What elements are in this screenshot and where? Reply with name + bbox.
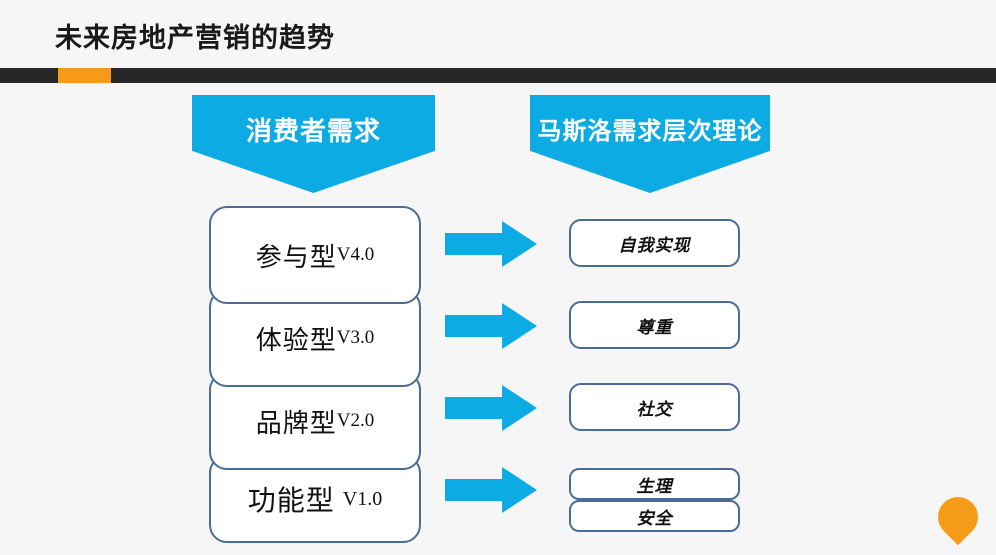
arrow-right-icon-3 xyxy=(445,385,537,431)
banner-consumer-demand: 消费者需求 xyxy=(192,95,435,193)
left-box-participation-name: 参与型 xyxy=(255,241,337,272)
left-box-functional-version: V1.0 xyxy=(342,487,383,510)
left-box-experience-name: 体验型 xyxy=(255,324,337,355)
left-box-brand-version: V2.0 xyxy=(336,410,375,431)
arrow-right-icon-4 xyxy=(445,467,537,513)
page-title: 未来房地产营销的趋势 xyxy=(55,23,335,53)
left-box-brand-name: 品牌型 xyxy=(255,407,337,438)
header-rule-accent xyxy=(58,68,111,83)
right-box-self-actualization[interactable]: 自我实现 xyxy=(569,219,740,267)
left-box-experience-version: V3.0 xyxy=(336,327,375,348)
right-box-safety[interactable]: 安全 xyxy=(569,500,740,532)
map-pin-icon xyxy=(929,488,987,546)
arrow-right-icon-2 xyxy=(445,303,537,349)
arrow-right-icon-1 xyxy=(445,221,537,267)
left-box-functional-name: 功能型 xyxy=(247,485,335,516)
banner-maslow-hierarchy: 马斯洛需求层次理论 xyxy=(530,95,770,193)
left-box-participation-version: V4.0 xyxy=(336,244,375,265)
header-rule xyxy=(0,68,996,83)
banner-consumer-demand-label: 消费者需求 xyxy=(245,116,381,146)
right-box-esteem[interactable]: 尊重 xyxy=(569,301,740,349)
right-box-social[interactable]: 社交 xyxy=(569,383,740,431)
right-box-physiological[interactable]: 生理 xyxy=(569,468,740,500)
banner-maslow-hierarchy-label: 马斯洛需求层次理论 xyxy=(537,118,763,145)
map-pin-shape xyxy=(929,488,987,546)
